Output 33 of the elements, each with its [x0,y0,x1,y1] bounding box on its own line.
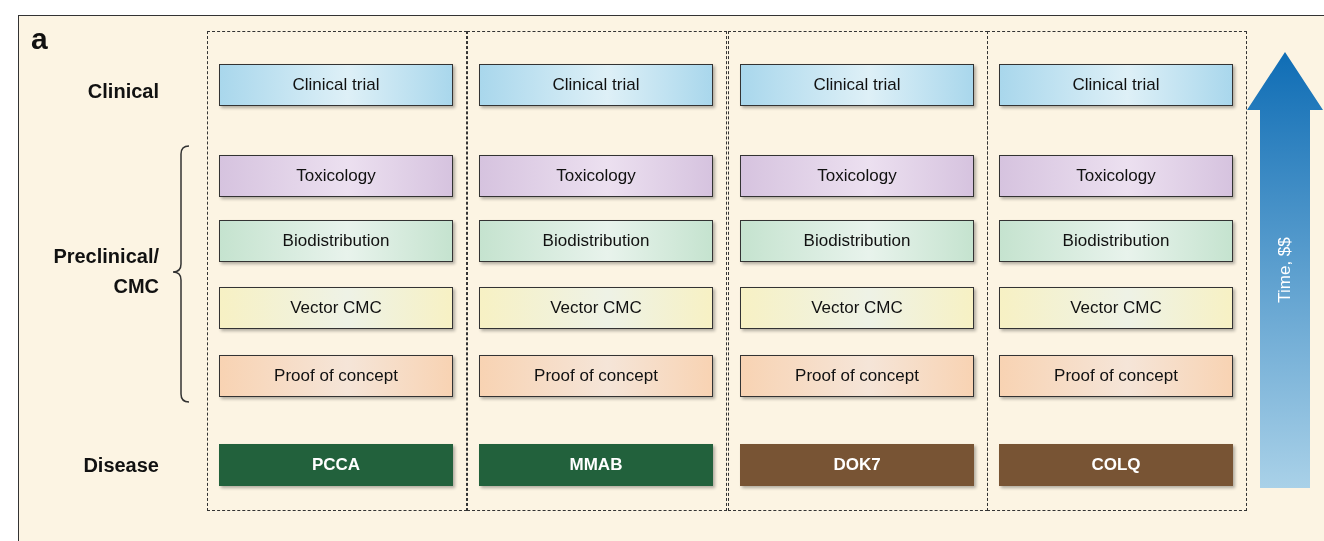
disease-box: COLQ [999,444,1233,486]
row-label: Disease [82,453,159,478]
stage-box: Vector CMC [740,287,974,329]
dashed-group-box [207,31,467,511]
stage-box: Vector CMC [999,287,1233,329]
dashed-group-box [467,31,727,511]
stage-box: Toxicology [479,155,713,197]
stage-box: Toxicology [219,155,453,197]
stage-box: Clinical trial [219,64,453,106]
stage-box: Biodistribution [740,220,974,262]
panel-letter: a [31,21,49,57]
stage-box: Toxicology [740,155,974,197]
stage-box: Clinical trial [740,64,974,106]
stage-box: Toxicology [999,155,1233,197]
stage-box: Biodistribution [479,220,713,262]
disease-box: MMAB [479,444,713,486]
disease-box: DOK7 [740,444,974,486]
stage-box: Clinical trial [999,64,1233,106]
row-label: Preclinical/ CMC [52,244,159,299]
stage-box: Clinical trial [479,64,713,106]
stage-box: Proof of concept [999,355,1233,397]
row-label: Clinical [86,79,159,104]
stage-box: Proof of concept [479,355,713,397]
stage-box: Proof of concept [219,355,453,397]
stage-box: Proof of concept [740,355,974,397]
disease-box: PCCA [219,444,453,486]
stage-box: Biodistribution [999,220,1233,262]
dashed-group-box [987,31,1247,511]
dashed-group-box [728,31,988,511]
stage-box: Vector CMC [479,287,713,329]
up-arrow: Time, $$ [1247,52,1323,488]
stage-box: Vector CMC [219,287,453,329]
stage-box: Biodistribution [219,220,453,262]
